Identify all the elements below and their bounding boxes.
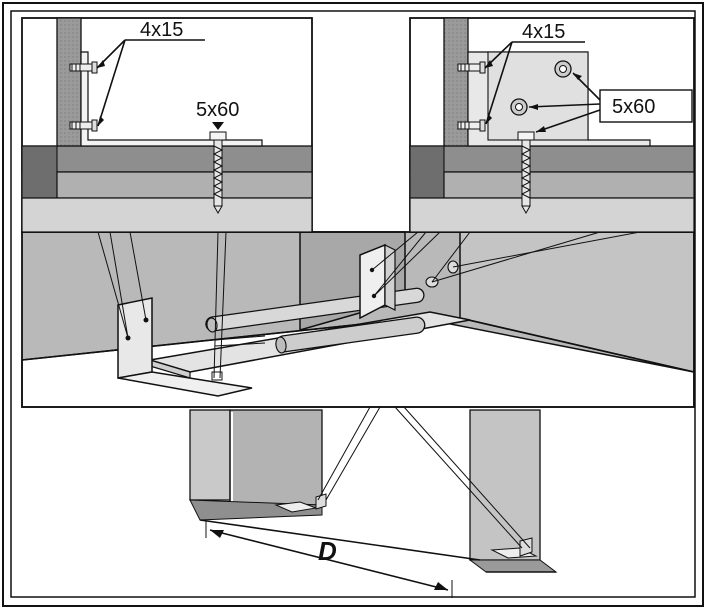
right-bracket: [359, 243, 459, 320]
bottom-overview: D: [189, 406, 558, 598]
right-long-screw: [517, 131, 535, 215]
inner-frame: [10, 10, 696, 598]
right-detail-inset: 4x15 5x60: [409, 17, 695, 233]
distance-label: D: [318, 536, 337, 566]
callout-lines-top: [97, 231, 641, 379]
right-small-screw-label: 4x15: [522, 21, 565, 43]
left-detail-inset: 4x15 5x60: [21, 17, 313, 233]
right-small-screws: [457, 61, 486, 132]
left-l-bracket: [117, 297, 253, 397]
left-small-screws: [69, 61, 98, 132]
distance-dimension-line: [209, 529, 449, 591]
right-long-screw-label: 5x60: [612, 96, 655, 118]
left-long-screw-label: 5x60: [196, 99, 239, 121]
left-small-screw-label: 4x15: [140, 19, 183, 41]
left-long-screw: [209, 122, 227, 215]
main-scene: [21, 231, 695, 408]
